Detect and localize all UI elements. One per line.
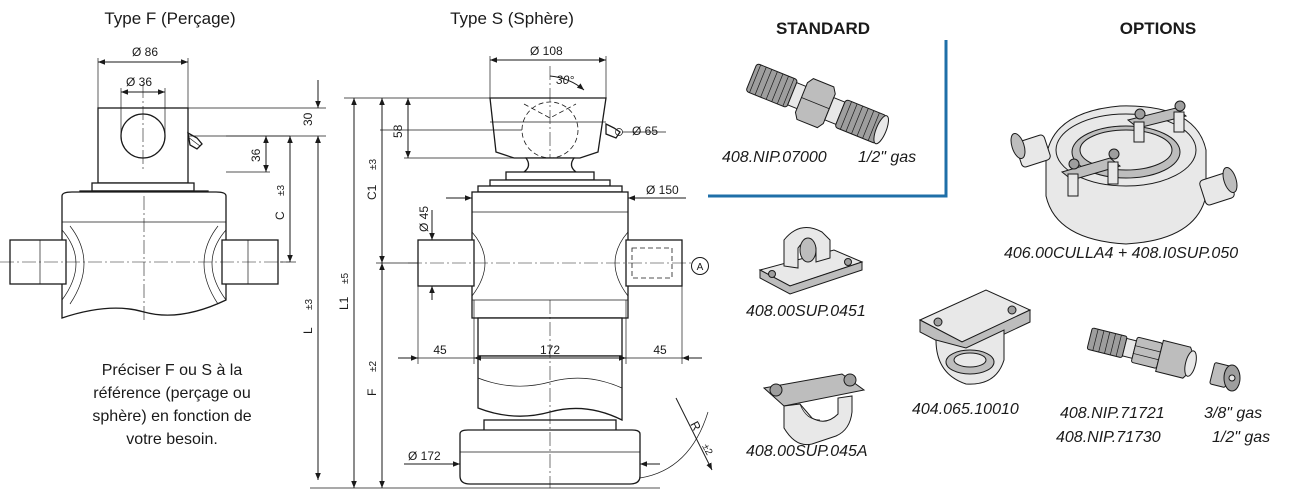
nipple-71730-illustration	[1209, 362, 1241, 392]
part-code-nip07000: 408.NIP.07000	[722, 149, 827, 166]
culla-cradle-illustration	[1010, 100, 1238, 245]
dim-radius-tolerance: ±2	[699, 442, 714, 457]
dim-diameter-172-base: Ø 172	[408, 449, 441, 463]
part-code-sup045a: 408.00SUP.045A	[746, 443, 868, 460]
part-code-nip71730: 408.NIP.71730	[1056, 429, 1161, 446]
support-saddle-045a-illustration	[762, 373, 866, 446]
dim-c1-tolerance: ±3	[368, 159, 379, 170]
dim-c: C	[273, 211, 287, 220]
support-bracket-0451-illustration	[758, 227, 864, 295]
dim-f: F	[365, 389, 379, 396]
dim-height-36: 36	[249, 148, 263, 162]
nipple-71721-illustration	[1086, 327, 1197, 379]
part-code-culla: 406.00CULLA4 + 408.I0SUP.050	[1004, 245, 1238, 262]
note-line-1: Préciser F ou S à la	[102, 362, 243, 379]
dim-width-45-right: 45	[653, 343, 667, 357]
dim-l-tolerance: ±3	[304, 299, 315, 310]
dim-angle-30: 30°	[556, 73, 574, 87]
type-f-cylinder-drawing	[0, 58, 326, 480]
type-s-cylinder-drawing	[310, 56, 713, 489]
dim-diameter-45: Ø 45	[417, 206, 431, 232]
flange-10010-illustration	[918, 289, 1032, 385]
dim-height-30: 30	[301, 112, 315, 126]
note-line-4: votre besoin.	[126, 431, 218, 448]
dim-width-45-left: 45	[433, 343, 447, 357]
dim-radius-r: R	[687, 419, 704, 434]
dim-l1: L1	[337, 296, 351, 310]
dim-l1-tolerance: ±5	[340, 273, 351, 284]
part-size-nip71730: 1/2" gas	[1212, 429, 1270, 446]
dim-height-58: 58	[391, 124, 405, 138]
part-code-nip71721: 408.NIP.71721	[1060, 405, 1165, 422]
type-s-heading: Type S (Sphère)	[450, 9, 574, 28]
nipple-07000-illustration	[746, 63, 889, 145]
note-line-3: sphère) en fonction de	[92, 408, 251, 425]
dim-diameter-108: Ø 108	[530, 44, 563, 58]
dim-f-tolerance: ±2	[368, 361, 379, 372]
note-line-2: référence (perçage ou	[93, 385, 250, 402]
part-size-nip07000: 1/2" gas	[858, 149, 916, 166]
dim-diameter-65: Ø 65	[632, 124, 658, 138]
part-size-nip71721: 3/8" gas	[1204, 405, 1262, 422]
dim-diameter-150: Ø 150	[646, 183, 679, 197]
detail-a-marker: A	[697, 262, 704, 273]
part-code-404: 404.065.10010	[912, 401, 1019, 418]
options-heading: OPTIONS	[1120, 19, 1197, 38]
dim-c1: C1	[365, 184, 379, 200]
part-code-sup0451: 408.00SUP.0451	[746, 303, 866, 320]
standard-heading: STANDARD	[776, 19, 870, 38]
dim-diameter-36: Ø 36	[126, 75, 152, 89]
dim-c-tolerance: ±3	[276, 185, 287, 196]
dim-diameter-86: Ø 86	[132, 45, 158, 59]
dim-l: L	[301, 327, 315, 334]
type-f-heading: Type F (Perçage)	[104, 9, 235, 28]
standard-divider-line	[708, 40, 948, 198]
dim-width-172: 172	[540, 343, 560, 357]
